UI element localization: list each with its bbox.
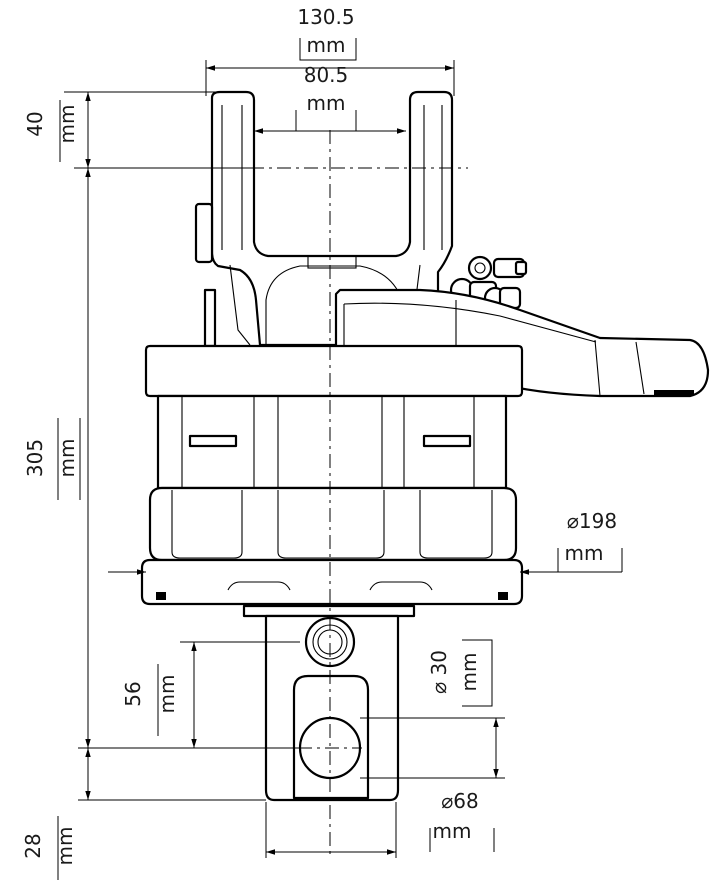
motor-housing	[148, 486, 518, 562]
pin-offset-value: 40	[23, 111, 47, 136]
total-height-unit: mm	[55, 439, 79, 478]
bottom-offset-unit: mm	[53, 827, 77, 866]
dimension-labels: 130.5 mm 80.5 mm 40 mm 305 mm ⌀198 mm ⌀ …	[21, 5, 617, 865]
top-width-value: 130.5	[297, 5, 354, 29]
upper-yoke	[210, 90, 454, 347]
bottom-width-unit: mm	[433, 819, 472, 843]
pin-spacing-value: 56	[121, 681, 145, 706]
inner-width-unit: mm	[307, 91, 346, 115]
bolt-diameter-unit: mm	[457, 653, 481, 692]
center-lines	[250, 130, 468, 855]
pin-spacing-unit: mm	[155, 675, 179, 714]
lower-flange	[140, 558, 524, 606]
pin-offset-unit: mm	[55, 105, 79, 144]
body-diameter-unit: mm	[565, 541, 604, 565]
bottom-offset-value: 28	[21, 833, 45, 858]
rotator-body	[140, 90, 710, 802]
total-height-value: 305	[23, 439, 47, 477]
bottom-width-value: ⌀68	[441, 789, 479, 813]
hydraulic-fittings	[449, 255, 528, 310]
dimension-lines	[57, 38, 623, 880]
lower-link-collar	[242, 604, 416, 618]
inner-width-value: 80.5	[304, 63, 349, 87]
top-width-unit: mm	[307, 33, 346, 57]
bolt-diameter-value: ⌀ 30	[427, 650, 451, 694]
body-diameter-value: ⌀198	[567, 509, 617, 533]
top-plate	[144, 344, 524, 398]
